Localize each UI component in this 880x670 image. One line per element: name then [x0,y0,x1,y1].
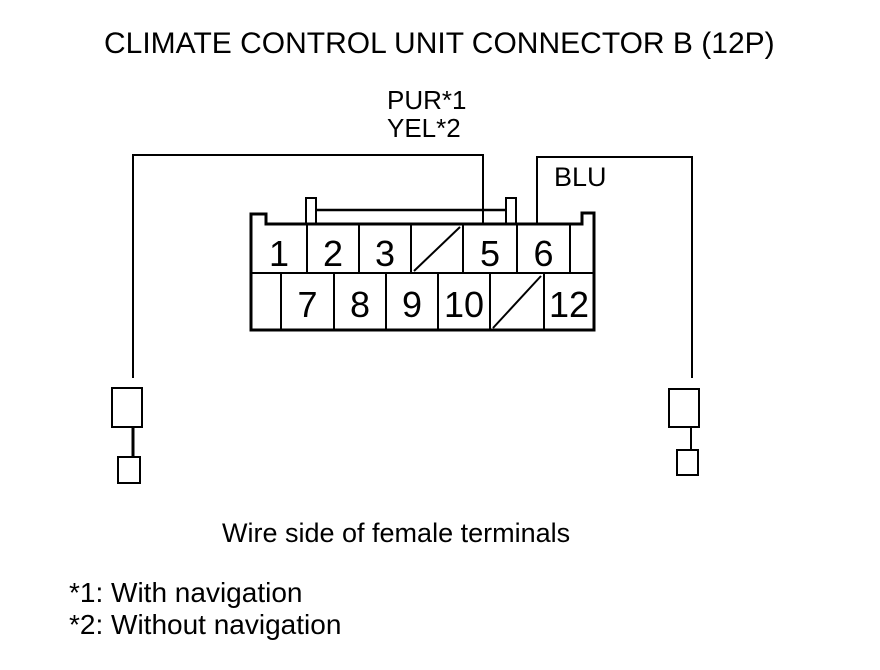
wire-blu [536,156,693,378]
view-caption: Wire side of female terminals [222,518,571,548]
footnote-2: *2: Without navigation [69,609,342,640]
wire-pur-yel [132,154,484,378]
diagram-title: CLIMATE CONTROL UNIT CONNECTOR B (12P) [104,27,775,60]
pin-2-label: 2 [323,233,343,274]
wire-color-label-blu: BLU [554,162,607,192]
blocked-pin-diagonal [492,275,542,329]
connector-shell-outline [249,211,596,332]
connector-lock-tab-left [305,197,317,224]
pin-1-label: 1 [269,233,289,274]
right-terminal-inner-square [676,449,699,476]
pin-12-label: 12 [549,284,589,325]
pin-8-label: 8 [350,284,370,325]
left-terminal-outer-square [111,387,143,428]
pin-3-label: 3 [375,233,395,274]
pin-7-label: 7 [297,284,317,325]
pin-9-label: 9 [402,284,422,325]
pin-10-label: 10 [444,284,484,325]
blocked-pin-diagonal [413,226,461,272]
left-terminal-inner-square [117,456,141,484]
wire-color-label-yel: YEL*2 [387,113,461,143]
pin-5-label: 5 [480,233,500,274]
right-terminal-outer-square [668,388,700,428]
connector-lock-tab-right [505,197,517,224]
footnote-1: *1: With navigation [69,577,303,608]
pin-6-label: 6 [533,233,553,274]
wire-color-label-pur: PUR*1 [387,85,467,115]
